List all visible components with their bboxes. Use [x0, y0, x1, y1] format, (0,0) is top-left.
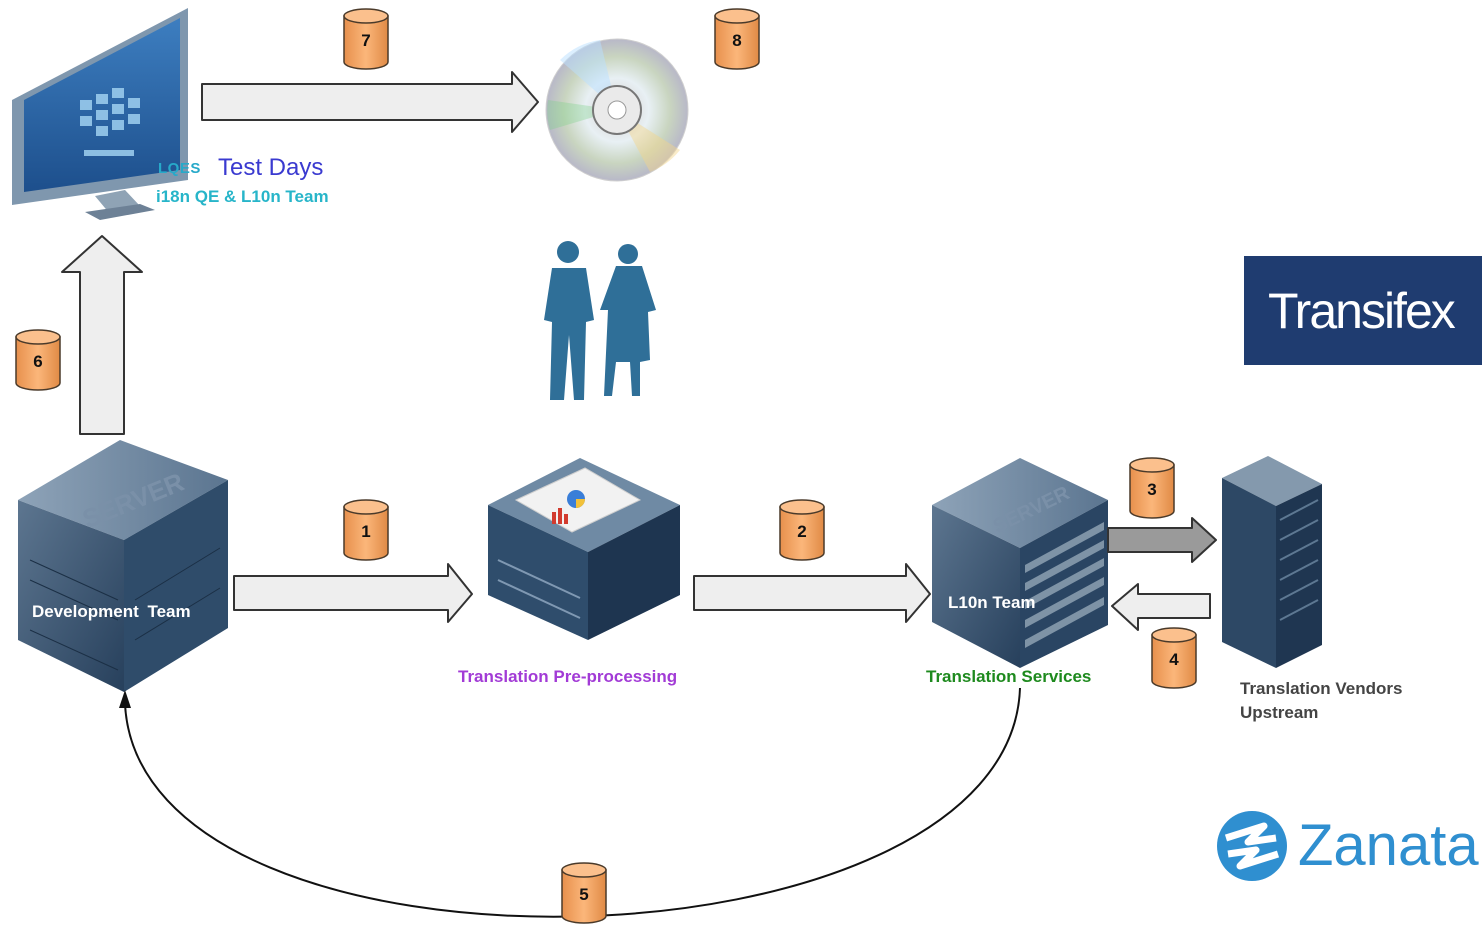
translation-vendors-label: Translation Vendors Upstream	[1240, 677, 1403, 725]
qe-team-label: i18n QE & L10n Team	[156, 187, 329, 206]
transifex-logo: Transifex	[1244, 256, 1482, 365]
step-number-8: 8	[732, 31, 741, 50]
arrow-up-to-monitor	[61, 235, 143, 435]
development-team-label: Development Team	[32, 602, 191, 621]
step-badge-1: 1	[343, 499, 389, 561]
step-badge-5: 5	[561, 862, 607, 924]
step-number-3: 3	[1147, 480, 1156, 499]
l10n-team-label: L10n Team	[948, 593, 1036, 612]
translation-services-label: Translation Services	[926, 667, 1092, 686]
step-badge-7: 7	[343, 8, 389, 70]
vendors-rack-icon	[1222, 456, 1322, 668]
test-days-label: Test Days	[218, 154, 324, 181]
step-number-1: 1	[361, 522, 370, 541]
curved-arrow-head	[119, 690, 131, 708]
step-badge-8: 8	[714, 8, 760, 70]
step-badge-2: 2	[779, 499, 825, 561]
step-number-2: 2	[797, 522, 806, 541]
development-server-icon: SERVER	[18, 440, 228, 692]
arrow-preprocessing-to-l10n	[693, 563, 931, 623]
people-icon	[544, 241, 656, 400]
translation-preprocessing-label: Translation Pre-processing	[458, 667, 678, 686]
step-number-5: 5	[579, 885, 588, 904]
lqes-label: LQES	[158, 160, 201, 177]
printer-icon	[488, 458, 680, 640]
monitor-icon	[12, 8, 188, 220]
zanata-mark-icon	[1217, 811, 1287, 881]
step-badge-6: 6	[15, 329, 61, 391]
transifex-wordmark: Transifex	[1268, 283, 1456, 339]
arrow-l10n-to-vendors	[1107, 517, 1217, 563]
vendors-line-2: Upstream	[1240, 703, 1319, 722]
step-number-4: 4	[1169, 650, 1179, 669]
step-number-6: 6	[33, 352, 42, 371]
l10n-server-icon: SERVER	[932, 458, 1108, 668]
step-number-7: 7	[361, 31, 370, 50]
step-badge-4: 4	[1151, 627, 1197, 689]
zanata-logo: Zanata	[1298, 813, 1479, 878]
step-badge-3: 3	[1129, 457, 1175, 519]
cd-disc-icon	[545, 38, 689, 182]
arrow-dev-to-preprocessing	[233, 563, 473, 623]
vendors-line-1: Translation Vendors	[1240, 679, 1403, 698]
arrow-monitor-to-cd	[201, 71, 539, 133]
arrow-vendors-to-l10n	[1111, 583, 1211, 631]
